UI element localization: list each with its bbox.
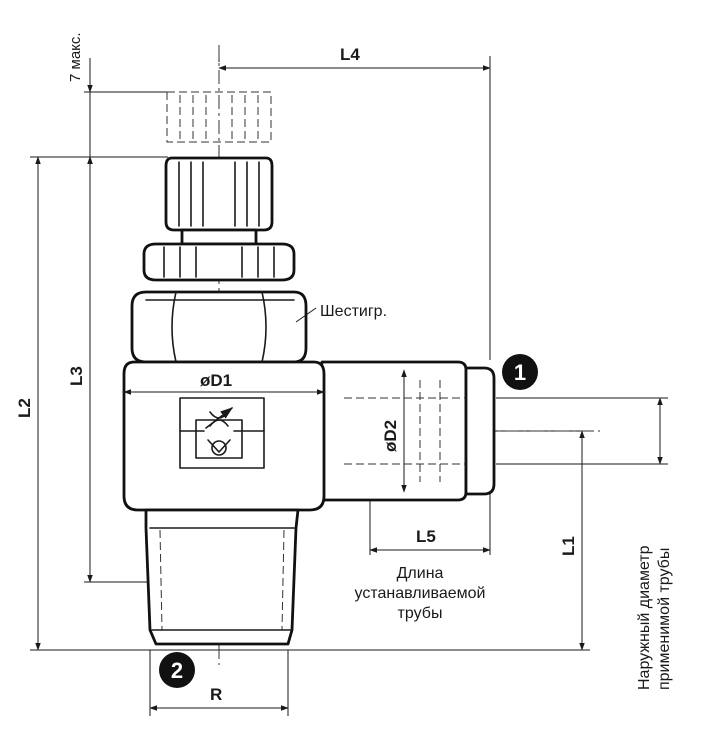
knob-raised-phantom — [166, 91, 272, 143]
d1-label: øD1 — [200, 371, 232, 390]
main-body — [122, 360, 326, 512]
hex-label: Шестигр. — [320, 303, 387, 320]
flow-control-symbol — [179, 397, 265, 469]
dimension-lines — [35, 58, 663, 711]
stem-neck — [180, 228, 258, 246]
l3-label: L3 — [67, 366, 86, 386]
notes: Шестигр. Длина устанавливаемой трубы Нар… — [320, 303, 673, 690]
d2-label: øD2 — [381, 420, 400, 452]
fitting-body — [122, 91, 496, 646]
r-label: R — [210, 685, 222, 704]
threaded-end — [144, 508, 300, 646]
dimension-labels: 7 макс. L4 L2 L3 øD1 øD2 L5 L1 R — [15, 32, 578, 704]
tube-length-line-3: трубы — [398, 605, 443, 622]
knob-travel-label: 7 макс. — [67, 32, 84, 82]
tube-length-line-1: Длина — [397, 565, 444, 582]
callout-1-text: 1 — [514, 360, 526, 385]
callout-1: 1 — [502, 354, 538, 390]
knurled-knob — [164, 156, 274, 232]
callout-2-text: 2 — [171, 658, 183, 683]
l1-label: L1 — [559, 536, 578, 556]
lock-nut — [142, 242, 296, 282]
callout-2: 2 — [159, 652, 195, 688]
tube-od-line-1: Наружный диаметр — [636, 545, 653, 690]
l4-label: L4 — [340, 45, 360, 64]
l5-label: L5 — [416, 527, 436, 546]
l2-label: L2 — [15, 398, 34, 418]
tube-length-line-2: устанавливаемой — [355, 585, 486, 602]
side-port — [316, 360, 496, 502]
hex-nut — [130, 290, 308, 364]
tube-od-line-2: применимой трубы — [656, 548, 673, 690]
